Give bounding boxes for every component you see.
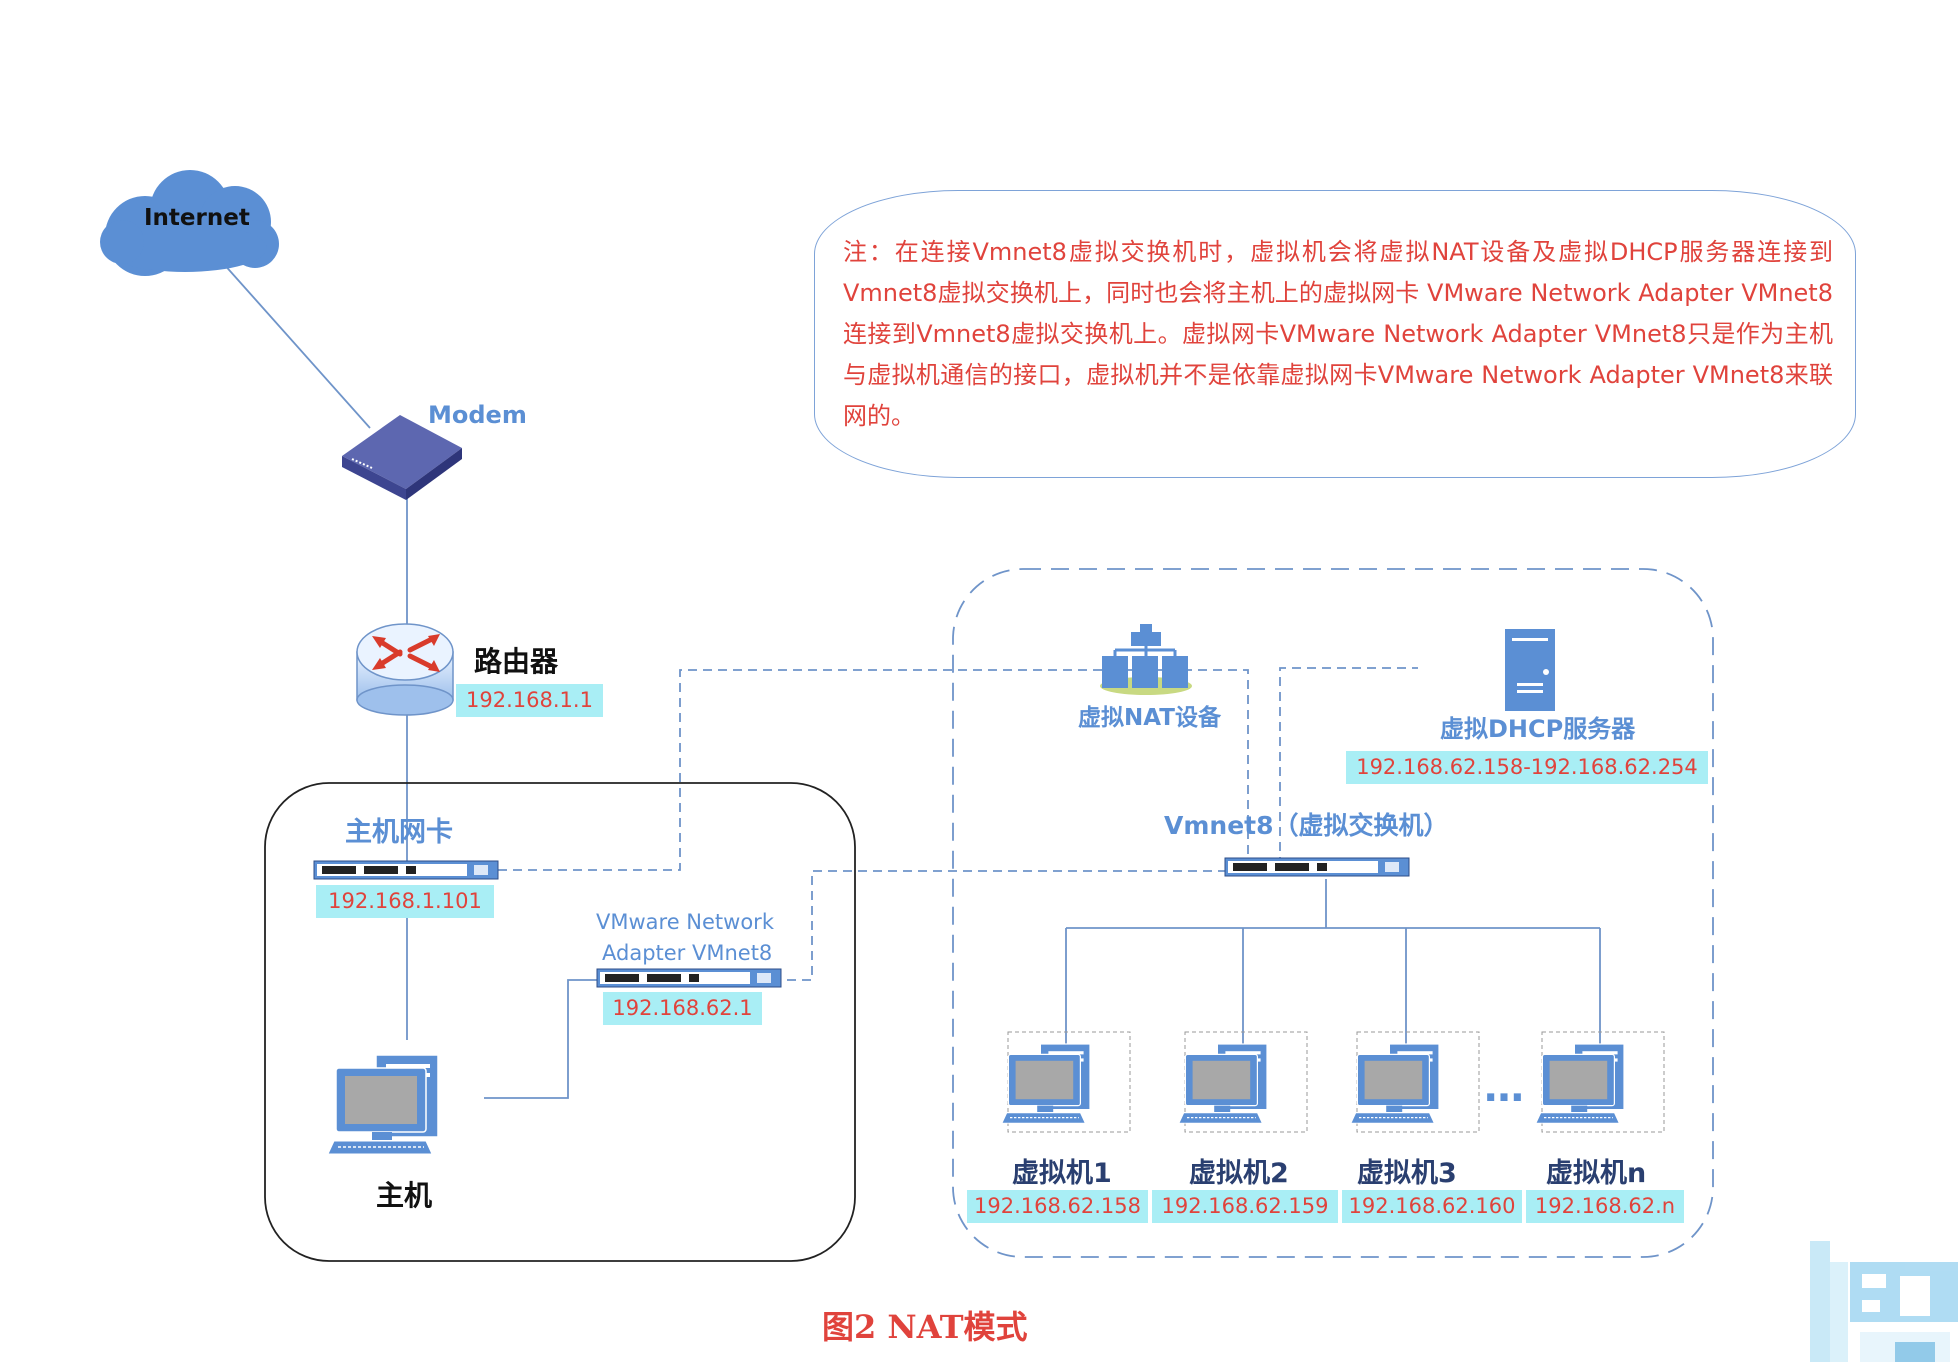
- nat-device-label: 虚拟NAT设备: [1078, 705, 1221, 731]
- vm-ip: 192.168.62.158: [967, 1190, 1148, 1223]
- vm1-computer-icon: [1002, 1032, 1130, 1132]
- note-box: [814, 190, 1856, 478]
- vm2-computer-icon: [1179, 1032, 1307, 1132]
- host-nic-label: 主机网卡: [345, 817, 453, 848]
- switch-label: Vmnet8（虚拟交换机）: [1164, 811, 1449, 840]
- vm-ip: 192.168.62.159: [1152, 1190, 1338, 1223]
- dashed-links: [498, 667, 1418, 981]
- dhcp-server-label: 虚拟DHCP服务器: [1440, 715, 1636, 743]
- vm-ip: 192.168.62.n: [1526, 1190, 1684, 1223]
- vm-ip: 192.168.62.160: [1342, 1190, 1522, 1223]
- host-nic-ip: 192.168.1.101: [316, 885, 494, 918]
- dhcp-server-icon: [1505, 629, 1555, 711]
- modem-icon: [342, 415, 462, 500]
- vmnet8-adapter-label-line2: Adapter VMnet8: [602, 941, 773, 965]
- vm-name: 虚拟机n: [1546, 1158, 1647, 1189]
- vmnet8-boundary: [952, 568, 1714, 1258]
- vm-name: 虚拟机3: [1357, 1158, 1457, 1189]
- watermark-logo: [1810, 1241, 1958, 1362]
- host-nic-icon: [313, 860, 499, 880]
- dhcp-range: 192.168.62.158-192.168.62.254: [1346, 751, 1708, 784]
- vm-name: 虚拟机2: [1189, 1158, 1289, 1189]
- vm-ellipsis: …: [1484, 1065, 1524, 1111]
- vmn-computer-icon: [1536, 1032, 1664, 1132]
- vmnet8-adapter-icon: [596, 968, 782, 988]
- note-text: 注：在连接Vmnet8虚拟交换机时，虚拟机会将虚拟NAT设备及虚拟DHCP服务器…: [843, 238, 1833, 430]
- vmnet8-adapter-ip: 192.168.62.1: [603, 992, 762, 1025]
- nat-device-icon: [1100, 624, 1192, 695]
- router-label: 路由器: [474, 645, 559, 678]
- router-ip: 192.168.1.1: [456, 684, 603, 717]
- host-label: 主机: [376, 1179, 433, 1212]
- host-computer-icon: [327, 1054, 439, 1155]
- internet-cloud-icon: [100, 170, 279, 276]
- modem-label: Modem: [428, 401, 527, 429]
- vmnet8-switch-icon: [1224, 857, 1410, 877]
- figure-caption: 图2 NAT模式: [822, 1308, 1028, 1346]
- internet-label: Internet: [144, 205, 250, 231]
- solid-links: [221, 261, 1601, 1099]
- vm-name: 虚拟机1: [1012, 1158, 1112, 1189]
- host-boundary: [264, 782, 856, 1262]
- vm3-computer-icon: [1351, 1032, 1479, 1132]
- vmnet8-adapter-label-line1: VMware Network: [596, 910, 774, 934]
- router-icon: [356, 623, 454, 716]
